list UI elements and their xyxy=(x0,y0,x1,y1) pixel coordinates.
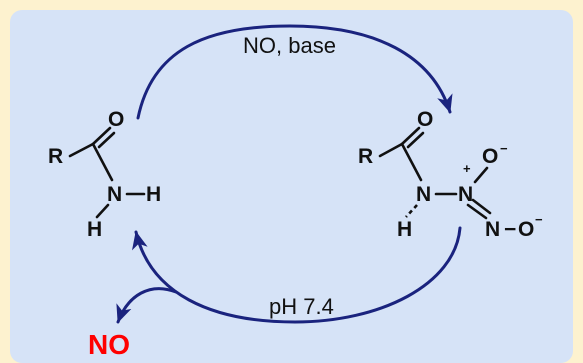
bond-n-n-double-1 xyxy=(466,203,488,220)
bond-n-h-hashed xyxy=(405,204,418,218)
bond-r-c-left xyxy=(68,142,95,158)
arrow-forward-top xyxy=(136,24,453,120)
atom-n-lower: N xyxy=(485,218,500,241)
atom-r-right: R xyxy=(358,145,373,168)
bond-n-o-dash: − xyxy=(504,218,516,241)
product-diazeniumdiolate: R O N N + O − N − O − H xyxy=(358,108,543,241)
reactant-amide: R O N H H xyxy=(48,108,161,241)
arrow-return-bottom xyxy=(132,226,462,324)
charge-plus: + xyxy=(463,161,471,176)
bond-c-n-left xyxy=(91,142,114,182)
atom-n-right: N xyxy=(416,183,431,206)
arrow-no-release xyxy=(116,287,178,324)
atom-n-left: N xyxy=(107,183,122,206)
bond-n-n-double-2 xyxy=(471,198,492,215)
charge-minus-top: − xyxy=(500,141,508,156)
bond-c-o-right-1 xyxy=(400,126,421,146)
atom-o-left: O xyxy=(108,108,124,131)
condition-bottom: pH 7.4 xyxy=(269,294,334,319)
bond-c-o-left-1 xyxy=(91,126,112,146)
bond-n-o-minus xyxy=(473,166,489,184)
atom-h-down-right: H xyxy=(397,218,412,241)
atom-n-plus: N xyxy=(458,183,473,206)
bond-c-n-right xyxy=(400,142,423,182)
atom-o-minus-right: O xyxy=(518,218,534,241)
atom-r-left: R xyxy=(48,145,63,168)
atom-o-right: O xyxy=(417,108,433,131)
condition-top: NO, base xyxy=(243,33,336,58)
bond-r-c-right xyxy=(378,142,404,158)
diagram-panel xyxy=(10,10,573,363)
released-no-label: NO xyxy=(88,329,130,360)
atom-h-right-left: H xyxy=(146,183,161,206)
bond-c-o-right-2 xyxy=(406,131,425,149)
atom-o-minus-top: O xyxy=(482,145,498,168)
bond-n-h-down xyxy=(95,203,110,219)
bond-c-o-left-2 xyxy=(97,131,116,149)
charge-minus-right: − xyxy=(535,212,543,227)
atom-h-down-left: H xyxy=(87,218,102,241)
